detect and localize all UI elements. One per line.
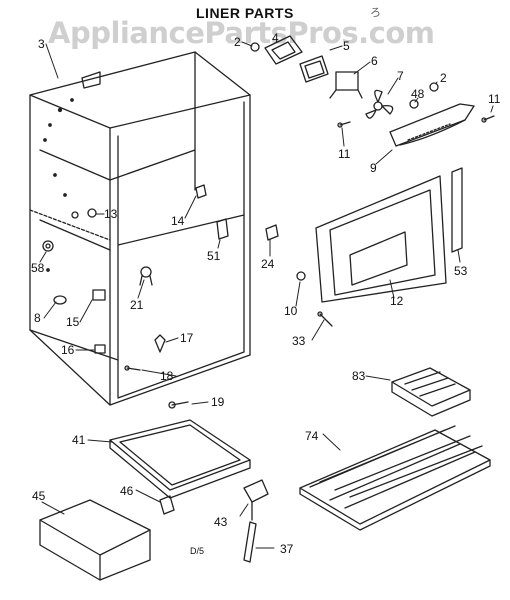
callout-4: 4 — [272, 31, 279, 45]
callout-6: 6 — [371, 54, 378, 68]
callout-48: 48 — [411, 87, 425, 101]
callout-83: 83 — [352, 369, 366, 383]
callout-21: 21 — [130, 298, 144, 312]
callout-37: 37 — [280, 542, 294, 556]
callout-46: 46 — [120, 484, 134, 498]
callout-8: 8 — [34, 311, 41, 325]
callout-2b: 2 — [440, 71, 447, 85]
top-right-mark: ろ — [370, 7, 381, 19]
callout-16: 16 — [61, 343, 75, 357]
callout-9: 9 — [370, 161, 377, 175]
callout-2: 2 — [234, 35, 241, 49]
callout-3: 3 — [38, 37, 45, 51]
watermark: AppliancePartsPros.com — [48, 16, 435, 50]
callout-15: 15 — [66, 315, 80, 329]
callout-14: 14 — [171, 214, 185, 228]
callout-19: 19 — [211, 395, 225, 409]
callout-24: 24 — [261, 257, 275, 271]
top-parts — [250, 35, 495, 147]
callout-43: 43 — [214, 515, 228, 529]
callout-45: 45 — [32, 489, 46, 503]
callout-74: 74 — [305, 429, 319, 443]
diagram-title: LINER PARTS — [196, 5, 294, 21]
diagram-code: D/5 — [190, 546, 205, 556]
callout-11a: 11 — [488, 92, 501, 106]
liner-cabinet — [29, 51, 251, 409]
callout-11b: 11 — [338, 147, 351, 161]
callout-41: 41 — [72, 433, 86, 447]
callout-5: 5 — [343, 39, 350, 53]
leader-lines — [39, 41, 494, 549]
callout-58: 58 — [31, 261, 45, 275]
panel-parts — [265, 167, 463, 327]
callout-7: 7 — [397, 69, 404, 83]
callout-33: 33 — [292, 334, 306, 348]
callout-13: 13 — [104, 207, 118, 221]
callout-53: 53 — [454, 264, 468, 278]
callout-10: 10 — [284, 304, 298, 318]
callout-12: 12 — [390, 294, 404, 308]
callout-51: 51 — [207, 249, 221, 263]
callout-17: 17 — [180, 331, 194, 345]
callout-18: 18 — [160, 369, 174, 383]
bottom-parts — [39, 367, 491, 581]
